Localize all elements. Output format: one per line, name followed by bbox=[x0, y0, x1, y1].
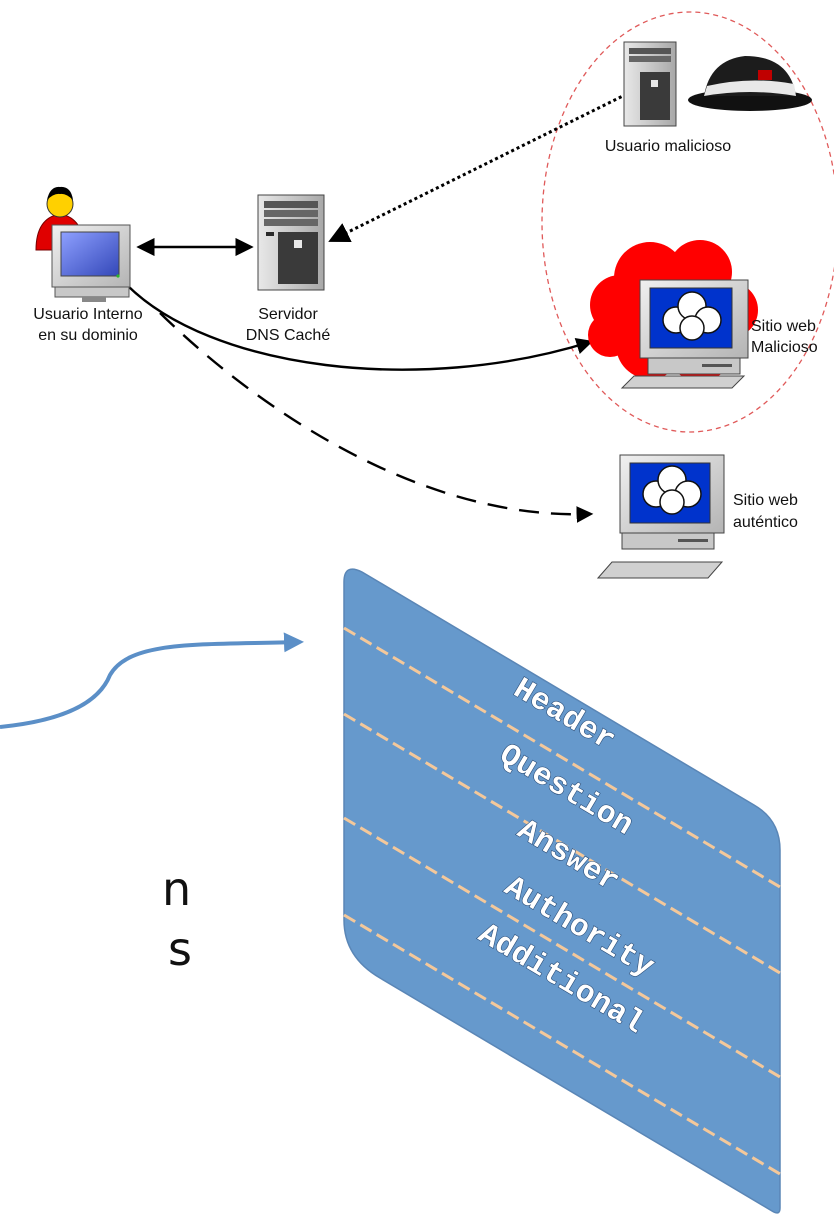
divider-line bbox=[343, 712, 781, 975]
dns-server-node: Servidor DNS Caché bbox=[246, 194, 331, 344]
black-hat-icon bbox=[688, 56, 812, 111]
authentic-website-node: Sitio web auténtico bbox=[596, 454, 798, 579]
dns-message-packet bbox=[343, 568, 781, 1214]
malicious-computer-icon bbox=[620, 279, 749, 389]
server-tower-icon bbox=[257, 194, 325, 291]
user-to-authentic-site-connection bbox=[159, 312, 594, 523]
attacker-dns-poison-connection bbox=[328, 84, 644, 242]
cropped-text-line1: n bbox=[162, 862, 191, 916]
attacker-zone-outline bbox=[541, 11, 834, 433]
dns-server-label-line2: DNS Caché bbox=[246, 327, 331, 344]
malicious-user-label: Usuario malicioso bbox=[605, 138, 731, 155]
internal-user-label-line2: en su dominio bbox=[38, 327, 138, 344]
dns-message-panel: Header Question Answer Authority Additio… bbox=[343, 568, 781, 1214]
divider-line bbox=[343, 816, 781, 1079]
divider-line bbox=[343, 626, 781, 889]
internal-user-workstation: Usuario Interno en su dominio bbox=[33, 186, 143, 344]
section-dividers bbox=[343, 626, 781, 1176]
internet-cloud-icon bbox=[642, 465, 702, 515]
malicious-site-label-line2: Malicioso bbox=[751, 339, 818, 356]
dns-server-label-line1: Servidor bbox=[258, 306, 318, 323]
authentic-site-label-line1: Sitio web bbox=[733, 492, 798, 509]
divider-line bbox=[343, 913, 781, 1176]
malicious-site-label-line1: Sitio web bbox=[751, 318, 816, 335]
callout-connector-arrow bbox=[0, 632, 304, 729]
internet-cloud-icon bbox=[662, 291, 722, 341]
cropped-text-line2: s bbox=[168, 922, 192, 976]
desktop-computer-icon bbox=[51, 224, 131, 302]
malicious-website-node: Sitio web Malicioso bbox=[588, 240, 818, 389]
user-to-malicious-site-connection bbox=[124, 282, 594, 371]
malicious-user-node: Usuario malicioso bbox=[605, 41, 812, 155]
internal-user-label-line1: Usuario Interno bbox=[33, 306, 142, 323]
authentic-computer-icon bbox=[596, 454, 725, 579]
attacker-server-icon bbox=[623, 41, 677, 127]
authentic-site-label-line2: auténtico bbox=[733, 514, 798, 531]
